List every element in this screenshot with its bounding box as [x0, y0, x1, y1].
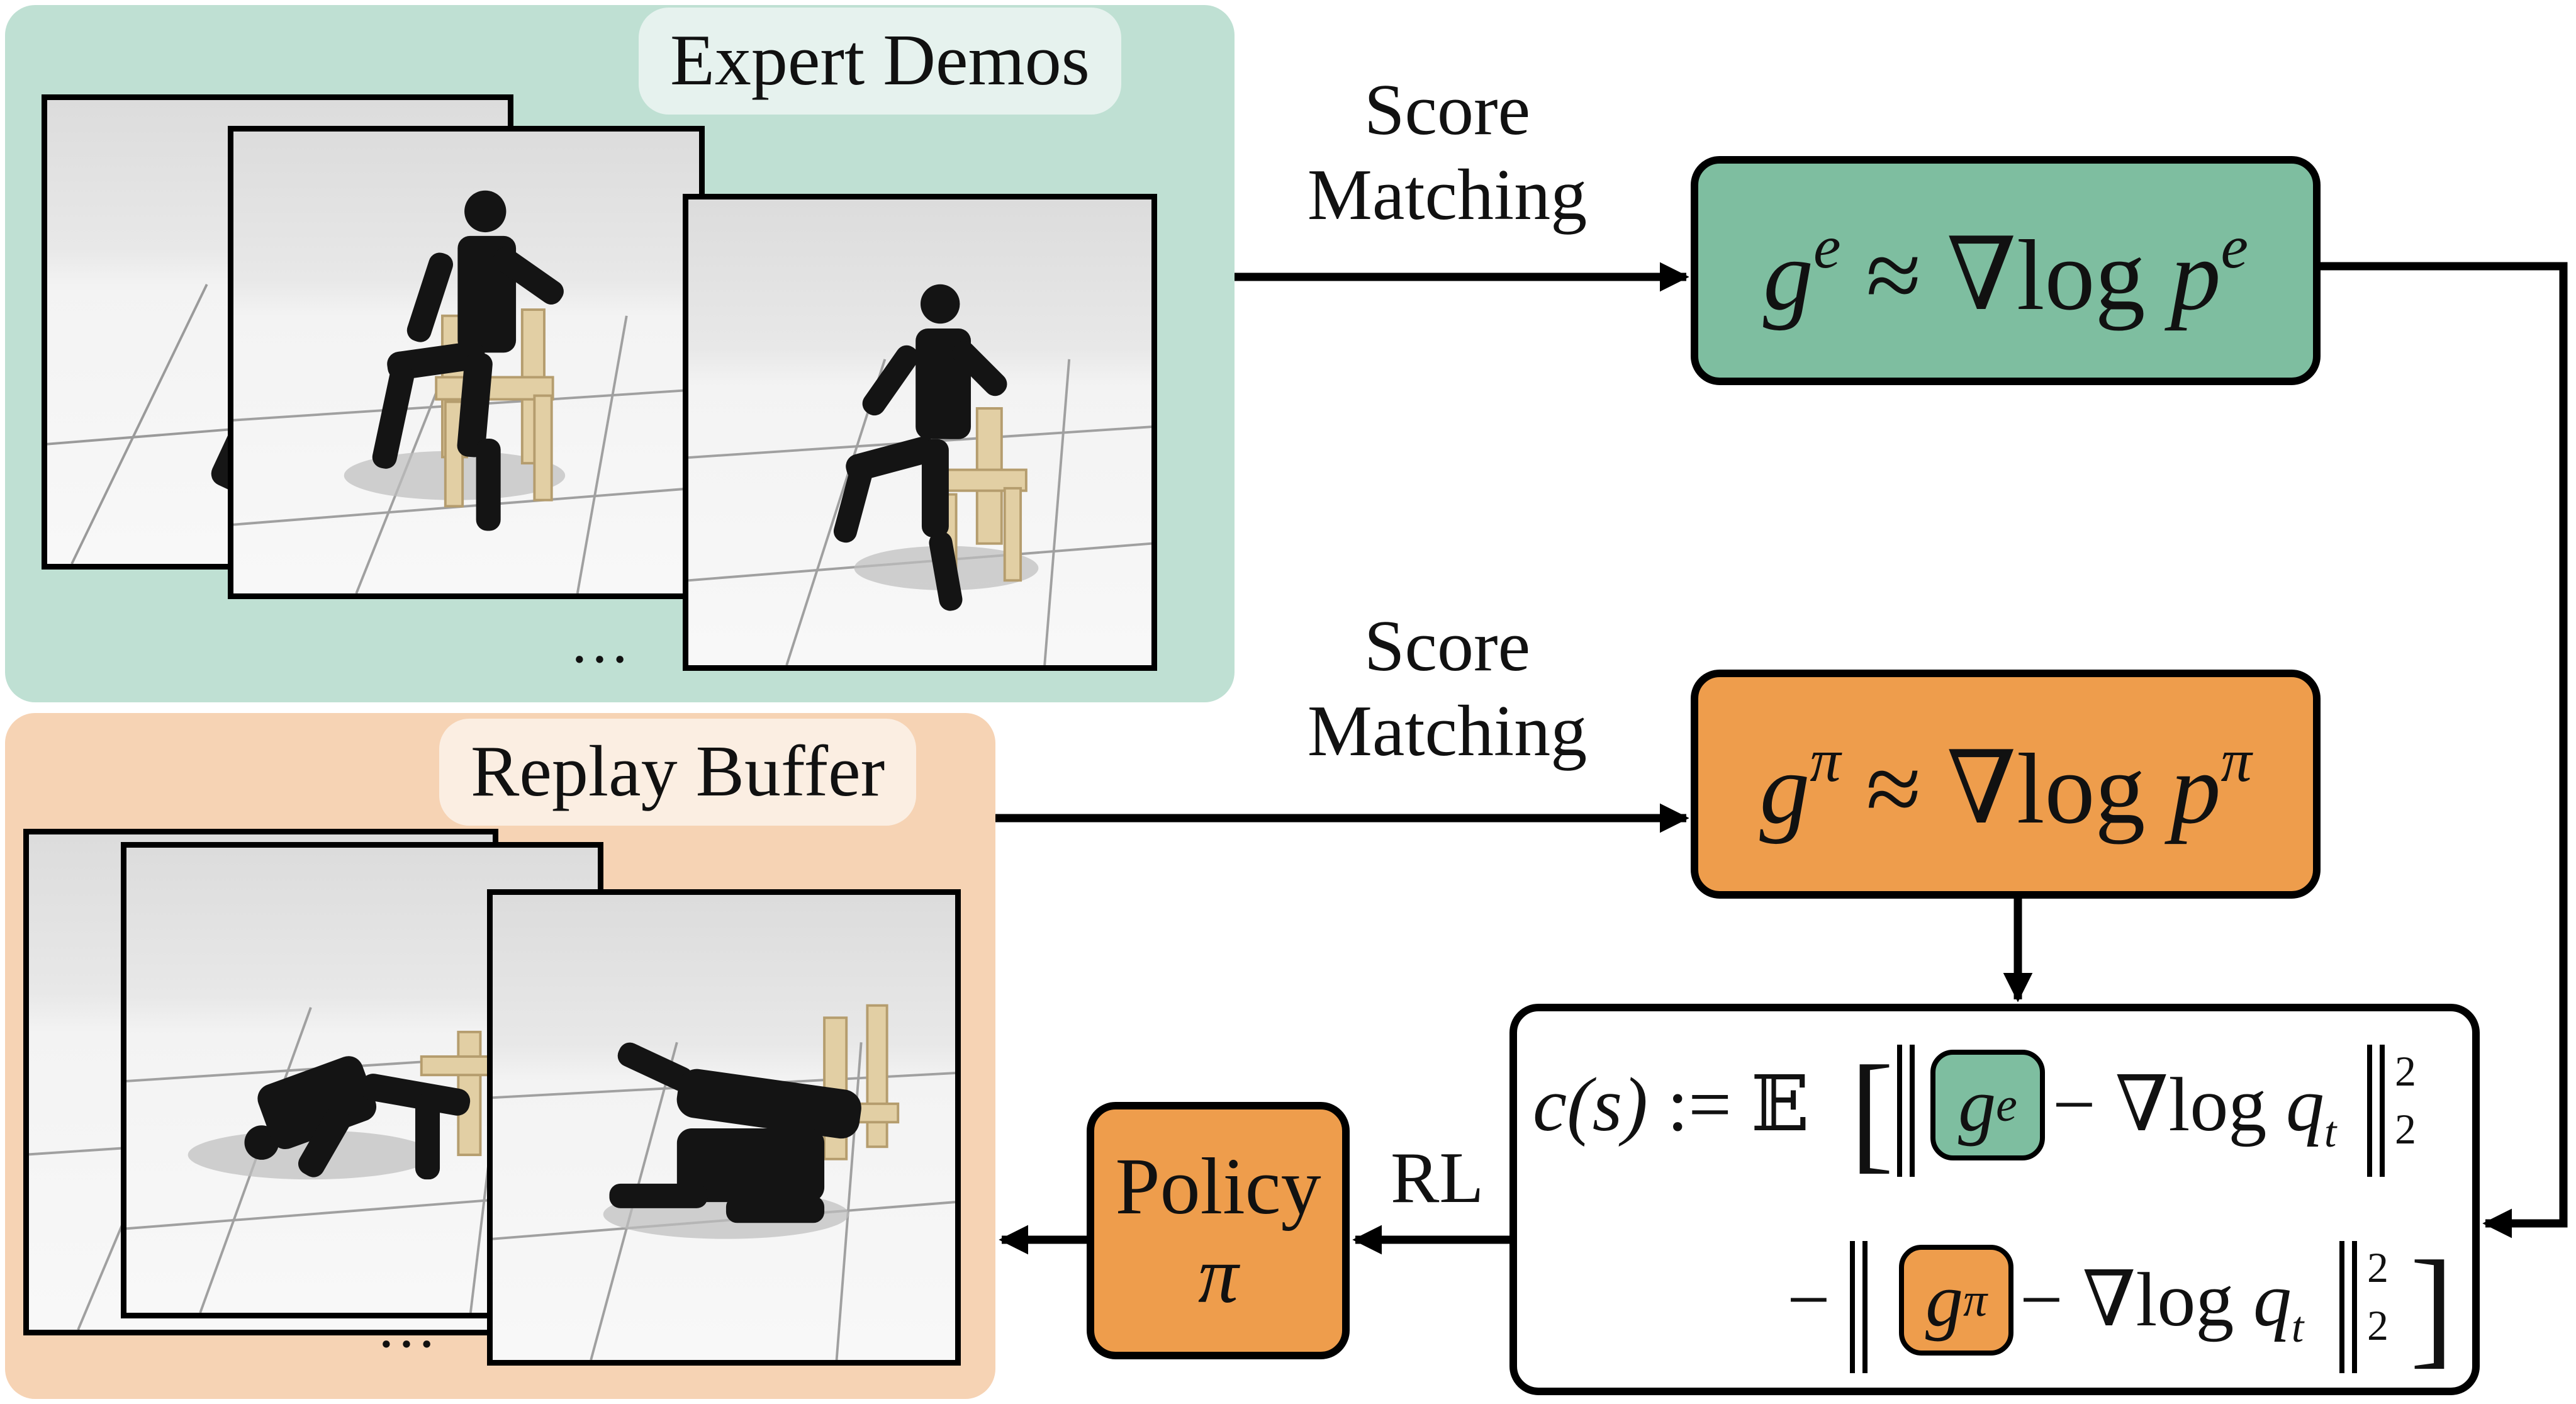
policy-score-node: gπ ≈ ∇log pπ — [1691, 670, 2321, 899]
cost-minus: − — [1787, 1257, 1830, 1342]
policy-score-formula: gπ ≈ ∇log pπ — [1759, 726, 2252, 845]
replay-buffer-label: Replay Buffer — [439, 719, 917, 826]
cost-lhs: c(s) := 𝔼 — [1533, 1062, 1810, 1147]
norm-subscript: 2 — [2395, 1105, 2416, 1153]
expert-ellipsis: … — [569, 608, 634, 675]
score-matching-label-top: Score Matching — [1307, 70, 1588, 235]
norm-bar — [2380, 1045, 2385, 1177]
score-matching-label-bottom: Score Matching — [1307, 606, 1588, 772]
policy-symbol: π — [1197, 1230, 1239, 1320]
expert-score-formula: ge ≈ ∇log pe — [1763, 213, 2248, 331]
replay-frame-front — [487, 889, 961, 1366]
norm-bar — [1910, 1045, 1915, 1177]
norm-bar — [1850, 1241, 1855, 1373]
cost-term-1: − ∇log qt — [2052, 1062, 2337, 1157]
expert-frame-front — [683, 194, 1157, 671]
norm-bar — [2352, 1241, 2357, 1373]
norm-subscript: 2 — [2367, 1301, 2388, 1349]
norm-bar — [1897, 1045, 1902, 1177]
cost-close-bracket: ] — [2410, 1234, 2454, 1380]
norm-bar — [2367, 1045, 2372, 1177]
cost-term-2: − ∇log qt — [2020, 1257, 2304, 1352]
norm-exponent: 2 — [2395, 1047, 2416, 1095]
norm-exponent: 2 — [2367, 1244, 2388, 1291]
norm-bar — [1862, 1241, 1868, 1373]
arrow-ge-to-cost — [2321, 262, 2568, 1238]
policy-label: Policy — [1115, 1141, 1321, 1231]
robot-sitting-image — [233, 190, 699, 593]
expert-score-node: ge ≈ ∇log pe — [1691, 156, 2321, 385]
robot-sitting-image — [688, 284, 1151, 665]
policy-node: Policy π — [1087, 1102, 1350, 1359]
norm-bar — [2339, 1241, 2344, 1373]
cost-open-bracket: [ — [1850, 1039, 1894, 1185]
expert-demos-label: Expert Demos — [639, 8, 1121, 115]
expert-frame-middle — [228, 126, 705, 599]
replay-ellipsis: … — [376, 1293, 440, 1360]
rl-label: RL — [1391, 1138, 1484, 1218]
robot-fallen-image — [493, 1004, 955, 1360]
